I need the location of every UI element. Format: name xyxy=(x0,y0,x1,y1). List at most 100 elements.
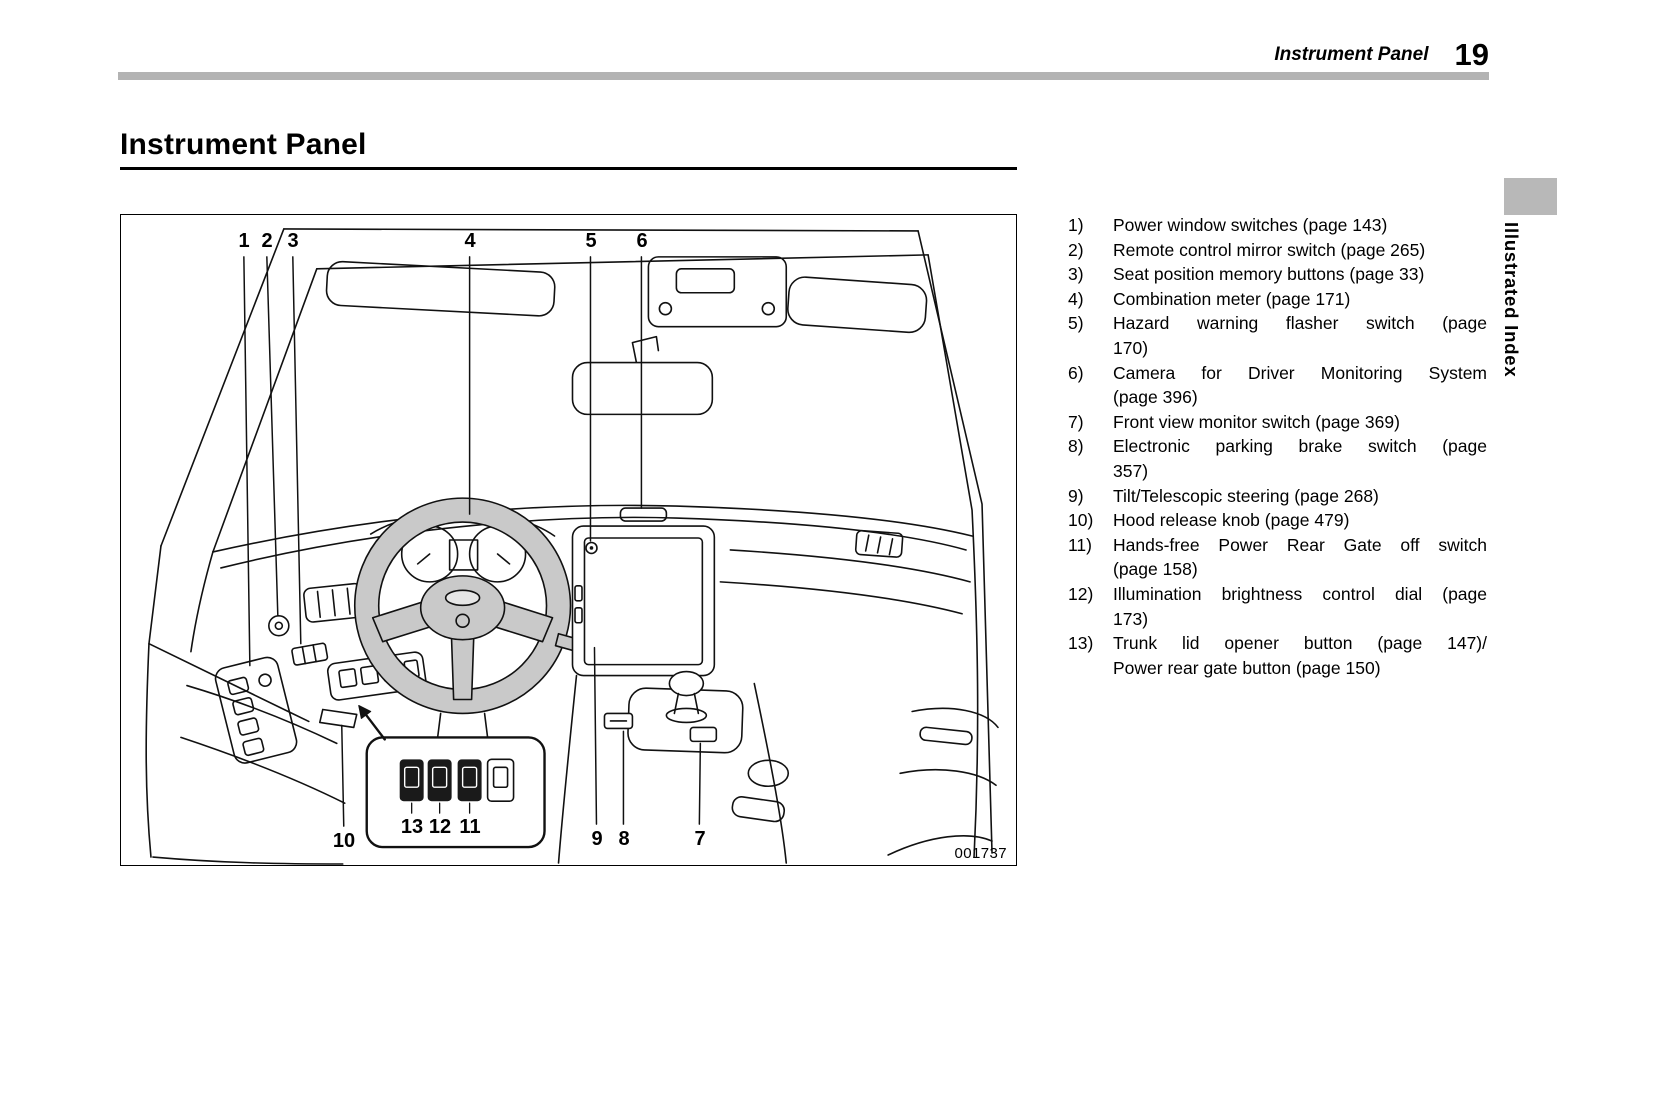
instrument-panel-figure: 1 2 3 4 5 6 10 13 12 11 9 8 7 001737 xyxy=(120,214,1017,866)
rearview-mirror xyxy=(571,335,714,416)
callout-5: 5 xyxy=(585,230,597,252)
seat-memory-buttons xyxy=(291,642,329,666)
legend-item-number: 4) xyxy=(1068,288,1084,309)
callout-leaders xyxy=(243,256,702,827)
callout-4: 4 xyxy=(464,230,476,252)
legend-item-text: Remote control mirror switch (page 265) xyxy=(1113,238,1487,263)
dashboard xyxy=(212,504,973,623)
running-head: Instrument Panel 19 xyxy=(118,30,1489,70)
legend-item-text: Tilt/Telescopic steering (page 268) xyxy=(1113,484,1487,509)
callout-3: 3 xyxy=(287,230,299,252)
legend-item-line: Hood release knob (page 479) xyxy=(1113,510,1350,531)
callout-12: 12 xyxy=(428,816,452,838)
cabin-structure xyxy=(160,228,993,858)
legend-item-line: 173) xyxy=(1113,608,1149,629)
legend-item-number: 13) xyxy=(1068,633,1094,654)
legend-item: 9) Tilt/Telescopic steering (page 268) xyxy=(1068,484,1488,509)
legend-item: 5) Hazard warning flasher switch (page 1… xyxy=(1068,311,1488,360)
legend-item-line: Camera for Driver Monitoring System xyxy=(1113,362,1487,383)
legend-item: 3) Seat position memory buttons (page 33… xyxy=(1068,262,1488,287)
legend-list: 1) Power window switches (page 143) 2) R… xyxy=(1068,213,1488,680)
callout-11: 11 xyxy=(459,816,481,838)
running-head-section: Instrument Panel xyxy=(1274,44,1429,65)
legend-item-text: Hands-free Power Rear Gate off switch (p… xyxy=(1113,533,1487,582)
legend-item-text: Power window switches (page 143) xyxy=(1113,213,1487,238)
hazard-switch xyxy=(585,541,598,555)
legend-item-number: 1) xyxy=(1068,215,1084,235)
legend-item-line: Illumination brightness control dial (pa… xyxy=(1113,583,1487,604)
legend-item-text: Hood release knob (page 479) xyxy=(1113,508,1487,533)
legend-item-line: 357) xyxy=(1113,460,1149,481)
instrument-panel-illustration xyxy=(145,228,999,865)
legend-item-text: Seat position memory buttons (page 33) xyxy=(1113,262,1487,287)
inset-detail-box xyxy=(358,704,546,849)
driver-door xyxy=(145,545,346,865)
legend-item-text: Electronic parking brake switch (page 35… xyxy=(1113,434,1487,483)
legend-item-text: Illumination brightness control dial (pa… xyxy=(1113,582,1487,631)
figure-code: 001737 xyxy=(954,845,1007,862)
legend-item-line: (page 158) xyxy=(1113,559,1198,580)
legend-item: 10) Hood release knob (page 479) xyxy=(1068,508,1488,533)
edge-tab xyxy=(1504,178,1557,215)
hood-release-knob xyxy=(318,708,358,729)
legend-item-line: Front view monitor switch (page 369) xyxy=(1113,411,1400,432)
legend-item-number: 10) xyxy=(1068,510,1094,531)
edge-tab-label: Illustrated Index xyxy=(1501,222,1522,378)
legend-item-line: Hands-free Power Rear Gate off switch xyxy=(1113,534,1487,555)
legend-item: 12) Illumination brightness control dial… xyxy=(1068,582,1488,631)
callout-6: 6 xyxy=(636,230,648,252)
callout-13: 13 xyxy=(400,816,424,838)
legend-item-text: Combination meter (page 171) xyxy=(1113,287,1487,312)
sun-visors-overhead-console xyxy=(325,256,928,334)
legend-item-line: Power window switches (page 143) xyxy=(1113,215,1388,235)
center-touchscreen xyxy=(571,525,716,677)
callout-7: 7 xyxy=(694,828,706,850)
legend-item-number: 3) xyxy=(1068,264,1084,285)
legend-item: 7) Front view monitor switch (page 369) xyxy=(1068,410,1488,435)
legend-item-number: 11) xyxy=(1068,534,1092,555)
legend-item-line: Trunk lid opener button (page 147)/ xyxy=(1113,633,1487,654)
passenger-door xyxy=(887,707,999,856)
callout-8: 8 xyxy=(618,828,630,850)
legend-item: 11) Hands-free Power Rear Gate off switc… xyxy=(1068,533,1488,582)
front-view-monitor-switch xyxy=(689,726,718,743)
legend-item-line: Combination meter (page 171) xyxy=(1113,288,1351,309)
legend-item: 8) Electronic parking brake switch (page… xyxy=(1068,434,1488,483)
dms-camera xyxy=(619,507,668,522)
legend-item: 6) Camera for Driver Monitoring System (… xyxy=(1068,361,1488,410)
callout-2: 2 xyxy=(261,230,273,252)
legend-item-line: Power rear gate button (page 150) xyxy=(1113,657,1381,678)
legend-item-number: 2) xyxy=(1068,239,1084,260)
legend-item-line: Hazard warning flasher switch (page xyxy=(1113,313,1487,334)
legend-item-number: 7) xyxy=(1068,411,1084,432)
center-console xyxy=(557,670,790,864)
legend-item-number: 6) xyxy=(1068,362,1084,383)
legend-item-line: Seat position memory buttons (page 33) xyxy=(1113,264,1425,285)
legend-item-line: 170) xyxy=(1113,337,1149,358)
legend-item-line: Remote control mirror switch (page 265) xyxy=(1113,239,1426,260)
callout-1: 1 xyxy=(238,230,250,252)
legend-item-line: (page 396) xyxy=(1113,387,1198,408)
gear-shifter xyxy=(668,670,705,697)
header-rule xyxy=(118,72,1489,80)
legend-item-number: 9) xyxy=(1068,485,1084,506)
power-window-switches xyxy=(214,656,298,764)
legend-item-line: Electronic parking brake switch (page xyxy=(1113,436,1487,457)
legend-item-number: 8) xyxy=(1068,436,1084,457)
legend-item-text: Camera for Driver Monitoring System (pag… xyxy=(1113,361,1487,410)
trunk-opener-button xyxy=(399,759,424,802)
mirror-switch xyxy=(268,614,290,637)
page-title: Instrument Panel xyxy=(120,128,367,161)
callout-10: 10 xyxy=(332,830,356,852)
legend-item-number: 12) xyxy=(1068,583,1094,604)
illumination-dial-button xyxy=(427,759,452,802)
legend-item-line: Tilt/Telescopic steering (page 268) xyxy=(1113,485,1379,506)
legend-item: 4) Combination meter (page 171) xyxy=(1068,287,1488,312)
callout-9: 9 xyxy=(591,828,603,850)
rear-gate-off-switch xyxy=(457,759,482,802)
page-number: 19 xyxy=(1454,37,1489,72)
legend-item-text: Hazard warning flasher switch (page 170) xyxy=(1113,311,1487,360)
legend-item: 2) Remote control mirror switch (page 26… xyxy=(1068,238,1488,263)
legend-item: 13) Trunk lid opener button (page 147)/ … xyxy=(1068,631,1488,680)
